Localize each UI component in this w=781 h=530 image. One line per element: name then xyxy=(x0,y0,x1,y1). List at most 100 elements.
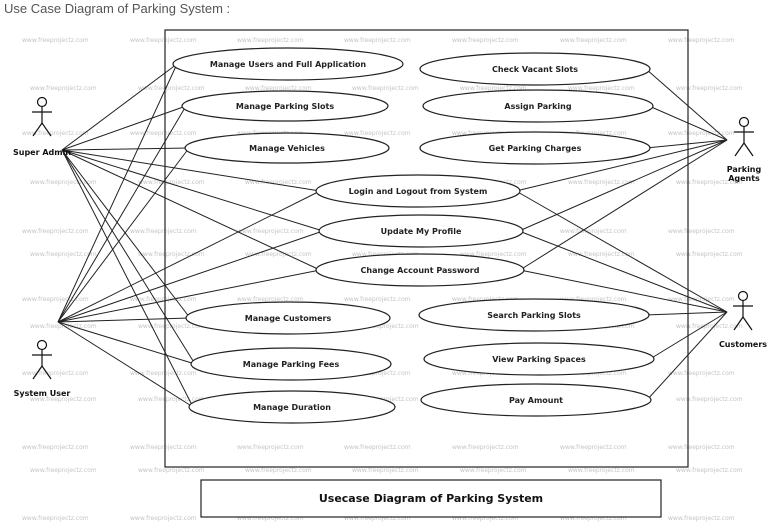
watermark-text: www.freeprojectz.com xyxy=(344,37,411,44)
watermark-text: www.freeprojectz.com xyxy=(130,130,197,137)
use-case-layer: Manage Users and Full ApplicationManage … xyxy=(172,47,655,424)
association-line xyxy=(518,139,728,232)
actor-limb xyxy=(41,365,52,380)
use-case-ellipse xyxy=(315,253,525,287)
watermark-text: www.freeprojectz.com xyxy=(344,130,411,137)
actor-limb xyxy=(32,365,43,380)
association-line xyxy=(519,139,728,271)
watermark-text: www.freeprojectz.com xyxy=(560,296,627,303)
watermark-text: www.freeprojectz.com xyxy=(237,37,304,44)
association-line xyxy=(644,311,728,316)
use-case-label: Search Parking Slots xyxy=(487,311,581,320)
use-case-ellipse xyxy=(181,90,389,122)
association-line xyxy=(61,147,190,151)
association-line xyxy=(515,139,728,192)
watermark-text: www.freeprojectz.com xyxy=(344,515,411,522)
watermark-text: www.freeprojectz.com xyxy=(245,251,312,258)
watermark-text: www.freeprojectz.com xyxy=(460,85,527,92)
use-case-label: Pay Amount xyxy=(509,396,563,405)
actor-head xyxy=(36,339,48,351)
watermark-text: www.freeprojectz.com xyxy=(668,296,735,303)
use-case-manage-customers: Manage Customers xyxy=(185,301,391,335)
use-case-ellipse xyxy=(419,131,651,165)
use-case-ellipse xyxy=(188,390,396,424)
watermark-text: www.freeprojectz.com xyxy=(245,85,312,92)
use-case-login-logout: Login and Logout from System xyxy=(315,174,521,208)
association-lines xyxy=(57,63,728,408)
watermark-text: www.freeprojectz.com xyxy=(130,37,197,44)
actor-head xyxy=(738,116,750,128)
use-case-label: Manage Parking Fees xyxy=(243,360,340,369)
use-case-check-vacant: Check Vacant Slots xyxy=(419,52,651,86)
watermark-text: www.freeprojectz.com xyxy=(22,37,89,44)
watermark-text: www.freeprojectz.com xyxy=(668,515,735,522)
watermark-text: www.freeprojectz.com xyxy=(560,515,627,522)
watermark-text: www.freeprojectz.com xyxy=(668,130,735,137)
watermark-text: www.freeprojectz.com xyxy=(22,370,89,377)
watermark-text: www.freeprojectz.com xyxy=(668,37,735,44)
use-case-ellipse xyxy=(184,132,390,164)
watermark-text: www.freeprojectz.com xyxy=(130,296,197,303)
watermark-text: www.freeprojectz.com xyxy=(676,85,743,92)
association-line xyxy=(57,317,191,323)
watermark-text: www.freeprojectz.com xyxy=(668,444,735,451)
association-line xyxy=(57,147,190,323)
association-line xyxy=(645,139,728,149)
association-line xyxy=(646,311,728,401)
association-line xyxy=(57,321,196,365)
actor-limb xyxy=(32,122,43,137)
association-line xyxy=(57,230,324,323)
association-line xyxy=(61,149,324,232)
use-case-manage-duration: Manage Duration xyxy=(188,390,396,424)
actor-label: Customers xyxy=(719,340,767,349)
watermark-text: www.freeprojectz.com xyxy=(344,296,411,303)
watermark-text: www.freeprojectz.com xyxy=(130,515,197,522)
use-case-view-spaces: View Parking Spaces xyxy=(423,342,655,376)
page-title: Use Case Diagram of Parking System : xyxy=(4,1,231,16)
watermark-text: www.freeprojectz.com xyxy=(22,444,89,451)
actor-parking-agents xyxy=(734,116,754,157)
watermark-text: www.freeprojectz.com xyxy=(22,515,89,522)
association-line xyxy=(57,105,187,323)
watermark-text: www.freeprojectz.com xyxy=(138,179,205,186)
watermark-text: www.freeprojectz.com xyxy=(138,396,205,403)
association-line xyxy=(57,63,178,323)
use-case-manage-slots: Manage Parking Slots xyxy=(181,90,389,122)
watermark-text: www.freeprojectz.com xyxy=(138,85,205,92)
watermark-text: www.freeprojectz.com xyxy=(237,515,304,522)
watermark-text: www.freeprojectz.com xyxy=(568,85,635,92)
caption-box: Usecase Diagram of Parking System xyxy=(200,479,662,518)
use-case-ellipse xyxy=(315,174,521,208)
use-case-ellipse xyxy=(423,342,655,376)
actor-super-admin xyxy=(32,96,52,137)
use-case-ellipse xyxy=(419,52,651,86)
actor-label: Super Admin xyxy=(13,148,71,157)
use-case-change-password: Change Account Password xyxy=(315,253,525,287)
watermark-text: www.freeprojectz.com xyxy=(568,179,635,186)
association-line xyxy=(61,105,187,151)
association-line xyxy=(57,190,321,323)
use-case-ellipse xyxy=(172,47,404,81)
association-line xyxy=(645,68,728,141)
association-line xyxy=(57,269,321,323)
actor-head xyxy=(36,96,48,108)
actor-system-user xyxy=(32,339,52,380)
watermark-text: www.freeprojectz.com xyxy=(22,130,89,137)
watermark-text: www.freeprojectz.com xyxy=(130,370,197,377)
watermark-text: www.freeprojectz.com xyxy=(237,228,304,235)
system-boundary xyxy=(164,29,689,468)
watermark-text: www.freeprojectz.com xyxy=(352,85,419,92)
watermark-text: www.freeprojectz.com xyxy=(130,444,197,451)
use-case-label: Check Vacant Slots xyxy=(492,65,578,74)
use-case-search-slots: Search Parking Slots xyxy=(418,298,650,332)
use-case-label: Manage Users and Full Application xyxy=(210,60,367,69)
association-line xyxy=(515,190,728,313)
association-line xyxy=(61,63,178,151)
association-line xyxy=(61,149,191,319)
association-line xyxy=(61,149,321,271)
use-case-get-charges: Get Parking Charges xyxy=(419,131,651,165)
watermark-text: www.freeprojectz.com xyxy=(22,296,89,303)
watermark-text: www.freeprojectz.com xyxy=(568,251,635,258)
